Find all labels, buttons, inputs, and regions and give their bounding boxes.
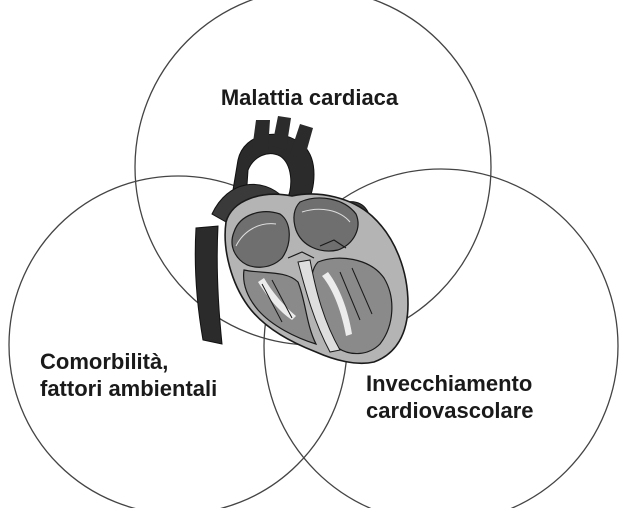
- heart-cross-section-icon: [195, 116, 408, 363]
- label-cardiovascular-aging: Invecchiamento cardiovascolare: [366, 370, 534, 424]
- label-heart-disease: Malattia cardiaca: [0, 84, 619, 111]
- label-comorbidity: Comorbilità, fattori ambientali: [40, 348, 217, 402]
